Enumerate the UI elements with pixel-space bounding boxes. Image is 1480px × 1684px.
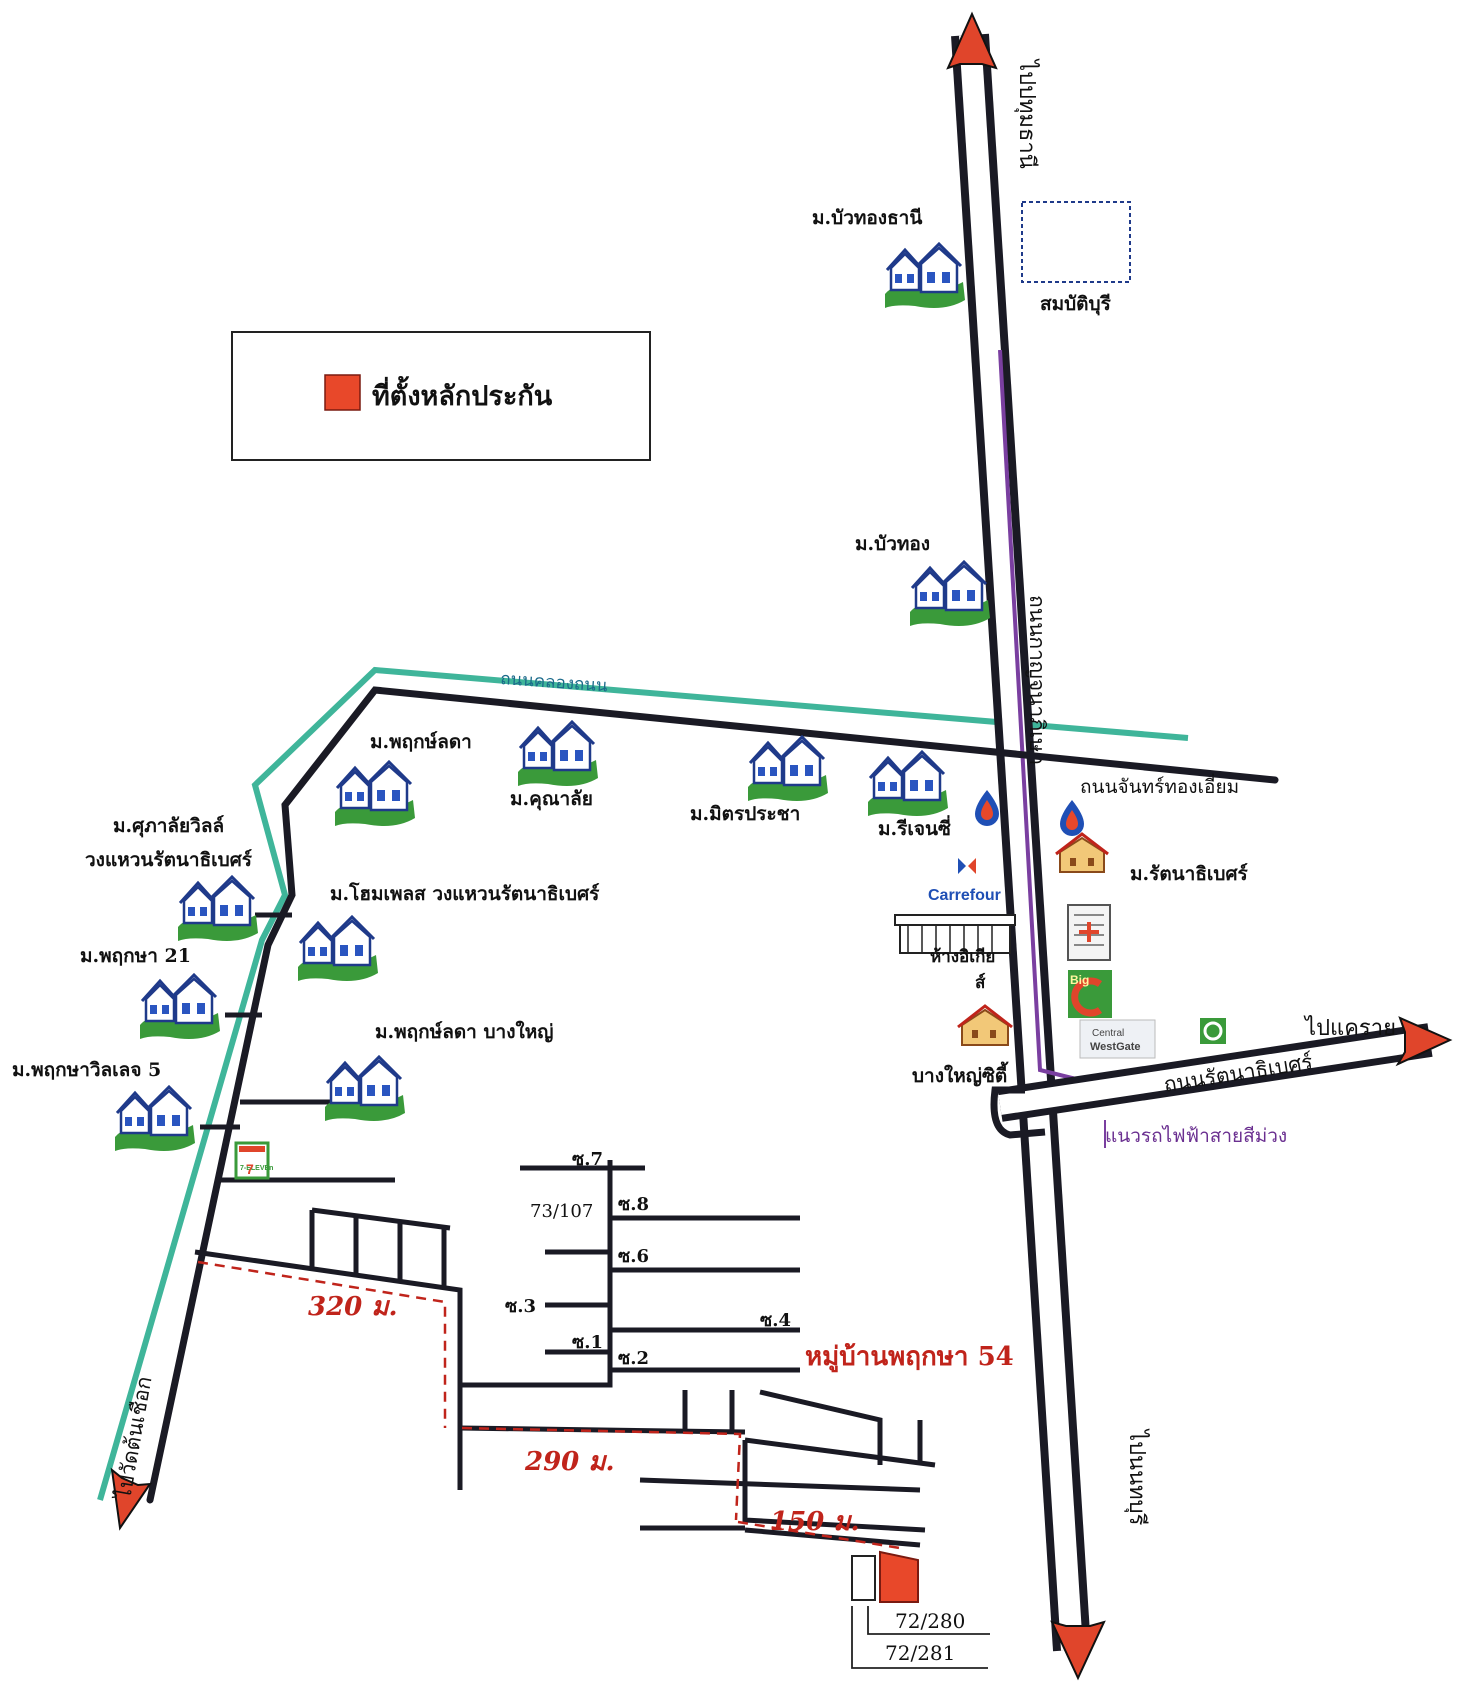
target-marker (879, 1550, 919, 1603)
central-westgate: Central WestGate (1079, 1019, 1156, 1059)
village-rattanathibet: ม.รัตนาธิเบศร์ (1055, 832, 1249, 885)
bigc-label: Big (1070, 973, 1089, 987)
village-pruksa-21-label: ม.พฤกษา 21 (80, 945, 191, 967)
target-village-label: หมู่บ้านพฤกษา 54 (805, 1342, 1014, 1373)
sombat-buri-area: สมบัติบุรี (1021, 201, 1131, 316)
carrefour-store: Carrefour (928, 858, 1001, 904)
village-pruksa-lada-bangyai: ม.พฤกษ์ลดา บางใหญ่ (323, 1020, 553, 1123)
distance-line-320 (197, 1260, 447, 1428)
canal-line (97, 666, 1189, 1501)
soi-6-label: ซ.6 (618, 1246, 649, 1267)
east-arrow (1395, 1016, 1453, 1067)
seven-eleven-label: 7-ELEVEn (240, 1165, 273, 1172)
north-arrow (946, 11, 998, 70)
village-home-place: ม.โฮมเพลส วงแหวนรัตนาธิเบศร์ (296, 882, 600, 983)
distance-line-290 (461, 1426, 742, 1521)
purple-line-label: แนวรถไฟฟ้าสายสีม่วง (1105, 1125, 1287, 1147)
distance-150-label: 150 ม. (770, 1507, 860, 1537)
canal-road-label: ถนนคลองถนน (500, 669, 609, 696)
fuel-icon-east (1060, 800, 1084, 836)
village-pruksa-village-5: ม.พฤกษาวิลเลจ 5 (12, 1059, 197, 1153)
chan-road (146, 686, 1279, 1504)
hospital-building (1067, 904, 1111, 961)
legend-label: ที่ตั้งหลักประกัน (372, 375, 553, 412)
target-plot (851, 1550, 990, 1669)
distance-320-label: 320 ม. (308, 1292, 398, 1322)
southwest-arrow (110, 1467, 153, 1531)
soi-3-label: ซ.3 (505, 1296, 536, 1317)
village-kunalai-label: ม.คุณาลัย (510, 788, 593, 811)
village-supalai: ม.ศุภาลัยวิลล์ วงแหวนรัตนาธิเบศร์ (85, 815, 260, 943)
village-rattanathibet-label: ม.รัตนาธิเบศร์ (1130, 863, 1249, 885)
village-supalai-label-2: วงแหวนรัตนาธิเบศร์ (85, 849, 253, 871)
soi-8-label: ซ.8 (618, 1194, 649, 1215)
soi-1-label: ซ.1 (572, 1332, 603, 1353)
village-mitr-pracha-label: ม.มิตรประชา (690, 803, 800, 825)
village-bua-thong: ม.บัวทอง (855, 533, 992, 628)
village-pruksa-village-5-label: ม.พฤกษาวิลเลจ 5 (12, 1059, 161, 1081)
distance-290-label: 290 ม. (524, 1447, 615, 1477)
legend-swatch (324, 374, 361, 411)
highway-kanchanaphisek (951, 33, 1131, 1652)
soi-7-label: ซ.7 (572, 1149, 603, 1170)
south-direction-label: ไปนนทบุรี (1124, 1428, 1150, 1526)
svg-text:7: 7 (246, 1161, 254, 1177)
village-home-place-label: ม.โฮมเพลส วงแหวนรัตนาธิเบศร์ (330, 882, 600, 905)
green-logo (1200, 1018, 1226, 1044)
village-pruksa-21: ม.พฤกษา 21 (80, 945, 222, 1041)
village-pruksa-lada: ม.พฤกษ์ลดา (333, 731, 472, 828)
central-label-2: WestGate (1090, 1041, 1141, 1053)
seven-eleven-store: 7-ELEVEn 7 (234, 1141, 273, 1180)
village-bua-thong-thani: ม.บัวทองธานี (812, 207, 967, 310)
soi-2-label: ซ.2 (618, 1348, 649, 1369)
north-direction-label: ไปปทุมธานี (1014, 58, 1040, 169)
ikea-label-2: ส์ (975, 972, 986, 993)
house-ref-label: 73/107 (530, 1201, 593, 1222)
east-direction-label: ไปแคราย (1303, 1015, 1396, 1041)
ikea-store: ห้างอิเกีย ส์ (894, 914, 1016, 993)
village-kunalai: ม.คุณาลัย (510, 720, 600, 811)
village-supalai-label-1: ม.ศุภาลัยวิลล์ (113, 815, 224, 838)
sombat-buri-label: สมบัติบุรี (1040, 293, 1112, 316)
legend-box: ที่ตั้งหลักประกัน (231, 331, 651, 461)
plot-280-label: 72/280 (895, 1609, 965, 1633)
highway-name-label: ถนนกาญจนาภิเษก (1025, 595, 1049, 765)
soi-4-label: ซ.4 (760, 1310, 791, 1331)
local-roads (194, 912, 936, 1548)
bangyai-city-label: บางใหญ่ซิตี้ (912, 1061, 1009, 1087)
village-regency-label: ม.รีเจนซี่ (878, 815, 951, 840)
ikea-label-1: ห้างอิเกีย (930, 946, 995, 967)
chan-road-label: ถนนจันทร์ทองเอี่ยม (1080, 773, 1239, 798)
village-regency: ม.รีเจนซี่ (866, 750, 951, 840)
plot-281-label: 72/281 (885, 1641, 955, 1665)
village-pruksa-lada-label: ม.พฤกษ์ลดา (370, 731, 472, 753)
village-bua-thong-thani-label: ม.บัวทองธานี (812, 207, 922, 229)
village-bua-thong-label: ม.บัวทอง (855, 533, 930, 555)
fuel-icon-west (975, 790, 999, 826)
central-label-1: Central (1092, 1028, 1124, 1039)
village-pruksa-lada-bangyai-label: ม.พฤกษ์ลดา บางใหญ่ (375, 1020, 553, 1043)
distance-line-150 (737, 1520, 901, 1550)
village-mitr-pracha: ม.มิตรประชา (690, 735, 830, 825)
carrefour-label: Carrefour (928, 887, 1001, 904)
bigc-store: Big (1068, 970, 1112, 1018)
bangyai-city: บางใหญ่ซิตี้ (912, 1004, 1013, 1087)
rattanathibet-road (990, 1023, 1433, 1139)
south-arrow (1050, 1620, 1106, 1681)
